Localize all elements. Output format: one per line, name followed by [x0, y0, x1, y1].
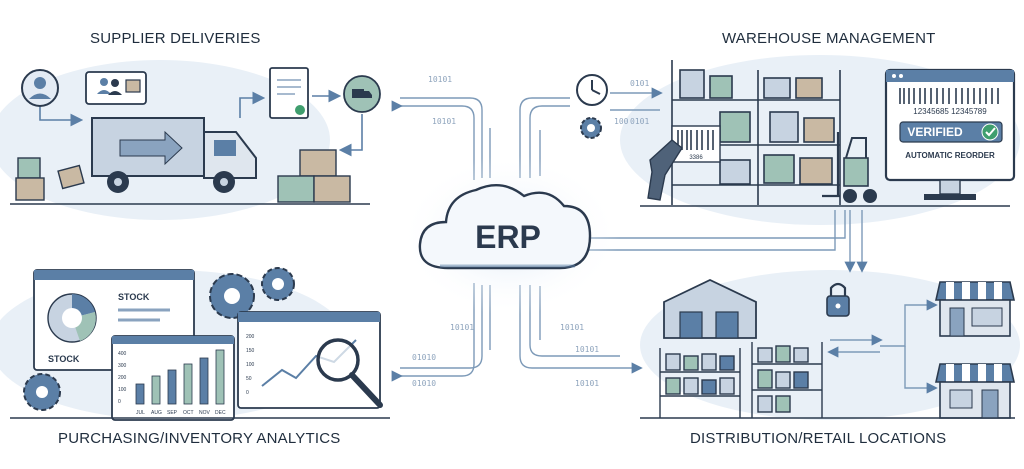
svg-text:150: 150: [246, 348, 255, 354]
svg-text:DEC: DEC: [215, 410, 226, 416]
title-distribution-retail: DISTRIBUTION/RETAIL LOCATIONS: [690, 430, 947, 447]
gear-icon: [580, 117, 602, 139]
bar-chart-icon: 400 300 200 100 0 JUL AUG SEP OCT NOV DE…: [111, 335, 235, 421]
svg-text:NOV: NOV: [199, 410, 211, 416]
erp-label: ERP: [475, 219, 541, 255]
svg-text:10101: 10101: [432, 117, 456, 126]
cloud-icon: [418, 184, 592, 270]
box-icon: [125, 79, 141, 93]
svg-text:01010: 01010: [412, 353, 436, 362]
distribution-group: [640, 279, 1015, 419]
user-icon: [21, 69, 59, 107]
pie-chart-icon: [47, 293, 97, 343]
verified-badge: VERIFIED: [907, 125, 963, 139]
storefront-icon: [935, 281, 1015, 337]
gear-icon: [23, 267, 295, 411]
delivery-status-icon: [343, 75, 381, 113]
warehouse-management-group: 3386: [576, 60, 1016, 207]
storefront-icon: [935, 363, 1015, 419]
barcode-scanner-icon: 3386: [647, 125, 721, 201]
svg-text:10101: 10101: [428, 75, 452, 84]
magnifier-icon: [316, 338, 383, 408]
title-supplier-deliveries: SUPPLIER DELIVERIES: [90, 30, 261, 47]
forklift-icon: [822, 132, 877, 203]
warehouse-icon: [663, 279, 757, 339]
svg-text:0101: 0101: [630, 79, 649, 88]
svg-text:10101: 10101: [575, 379, 599, 388]
svg-text:10101: 10101: [450, 323, 474, 332]
warehouse-shelves: [671, 60, 841, 205]
svg-text:JUL: JUL: [136, 410, 145, 416]
distribution-shelves: [659, 342, 823, 418]
svg-text:0: 0: [246, 390, 249, 396]
svg-text:200: 200: [118, 375, 127, 381]
automatic-reorder-label: AUTOMATIC REORDER: [905, 151, 995, 160]
svg-text:100: 100: [614, 117, 629, 126]
monitor-icon: 12345685 12345789 VERIFIED AUTOMATIC REO…: [884, 68, 1016, 200]
svg-text:10101: 10101: [575, 345, 599, 354]
lock-icon: [826, 282, 850, 317]
svg-text:AUG: AUG: [151, 410, 162, 416]
clock-icon: [576, 74, 608, 106]
delivery-truck-icon: [91, 117, 257, 193]
svg-text:0101: 0101: [630, 117, 649, 126]
svg-text:400: 400: [118, 351, 127, 357]
svg-text:01010: 01010: [412, 379, 436, 388]
binary-streams: 10101 10101 0101 0101 100 01010 01010 10…: [412, 75, 649, 388]
svg-text:SEP: SEP: [167, 410, 178, 416]
supplier-deliveries-group: [10, 67, 381, 205]
svg-text:STOCK: STOCK: [48, 354, 80, 364]
svg-text:STOCK: STOCK: [118, 292, 150, 302]
svg-text:300: 300: [118, 363, 127, 369]
title-warehouse-management: WAREHOUSE MANAGEMENT: [722, 30, 936, 47]
barcode-number: 12345685 12345789: [913, 107, 987, 116]
analytics-group: STOCK STOCK 400 300 200 100 0: [10, 267, 390, 421]
svg-text:0: 0: [118, 399, 121, 405]
svg-text:50: 50: [246, 376, 252, 382]
svg-text:100: 100: [118, 387, 127, 393]
svg-text:200: 200: [246, 334, 255, 340]
svg-text:100: 100: [246, 362, 255, 368]
data-flow-lines: [391, 87, 938, 394]
svg-text:10101: 10101: [560, 323, 584, 332]
svg-text:OCT: OCT: [183, 410, 194, 416]
document-icon: [269, 67, 309, 119]
svg-text:3386: 3386: [689, 155, 703, 161]
line-chart-icon: 200 150 100 50 0: [237, 311, 381, 409]
title-purchasing-analytics: PURCHASING/INVENTORY ANALYTICS: [58, 430, 341, 447]
erp-cloud: ERP: [400, 155, 620, 315]
